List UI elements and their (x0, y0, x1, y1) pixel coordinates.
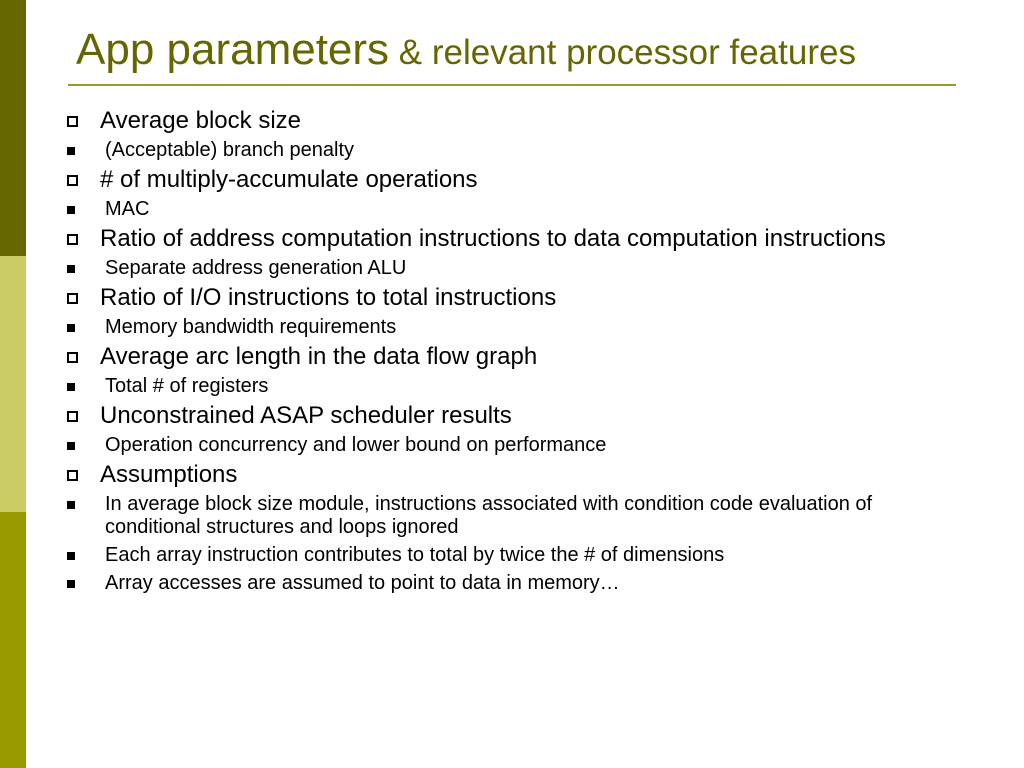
sub-bullet-text: Each array instruction contributes to to… (105, 544, 725, 566)
filled-square-bullet-icon (67, 147, 75, 155)
bullet-item: Unconstrained ASAP scheduler results (60, 402, 960, 429)
filled-square-bullet-icon (67, 324, 75, 332)
sub-bullet-text: Separate address generation ALU (105, 257, 407, 279)
sub-bullet-item: (Acceptable) branch penalty (60, 139, 960, 162)
sub-bullet-text: Operation concurrency and lower bound on… (105, 434, 607, 456)
hollow-square-bullet-icon (67, 352, 78, 363)
sub-bullet-item: Array accesses are assumed to point to d… (60, 572, 960, 595)
title-main: App parameters (76, 25, 390, 74)
filled-square-bullet-icon (67, 552, 75, 560)
side-bar-middle (0, 256, 26, 512)
sub-bullet-text: Memory bandwidth requirements (105, 316, 397, 338)
slide-title: App parameters & relevant processor feat… (76, 25, 976, 74)
filled-square-bullet-icon (67, 383, 75, 391)
sub-bullet-text: In average block size module, instructio… (105, 493, 873, 538)
sub-bullet-text: Total # of registers (105, 375, 269, 397)
bullet-text: Assumptions (100, 461, 238, 488)
bullet-text: Ratio of I/O instructions to total instr… (100, 284, 557, 311)
bullet-item: Assumptions (60, 461, 960, 488)
filled-square-bullet-icon (67, 442, 75, 450)
filled-square-bullet-icon (67, 206, 75, 214)
filled-square-bullet-icon (67, 265, 75, 273)
bullet-item: Ratio of address computation instruction… (60, 225, 960, 252)
sub-bullet-item: Separate address generation ALU (60, 257, 960, 280)
hollow-square-bullet-icon (67, 470, 78, 481)
bullet-text: Average arc length in the data flow grap… (100, 343, 538, 370)
sub-bullet-item: Operation concurrency and lower bound on… (60, 434, 960, 457)
bullet-text: # of multiply-accumulate operations (100, 166, 478, 193)
hollow-square-bullet-icon (67, 116, 78, 127)
sub-bullet-text: Array accesses are assumed to point to d… (105, 572, 620, 594)
bullet-text: Ratio of address computation instruction… (100, 225, 886, 252)
title-divider (68, 84, 956, 86)
filled-square-bullet-icon (67, 580, 75, 588)
sub-bullet-item: In average block size module, instructio… (60, 493, 960, 539)
title-subtitle: & relevant processor features (389, 33, 856, 72)
sub-bullet-item: Memory bandwidth requirements (60, 316, 960, 339)
sub-bullet-text: (Acceptable) branch penalty (105, 139, 355, 161)
bullet-item: Ratio of I/O instructions to total instr… (60, 284, 960, 311)
sub-bullet-text: MAC (105, 198, 150, 220)
hollow-square-bullet-icon (67, 293, 78, 304)
hollow-square-bullet-icon (67, 234, 78, 245)
side-bar-bottom (0, 512, 26, 768)
sub-bullet-item: Each array instruction contributes to to… (60, 544, 960, 567)
hollow-square-bullet-icon (67, 411, 78, 422)
bullet-item: Average block size (60, 107, 960, 134)
hollow-square-bullet-icon (67, 175, 78, 186)
bullet-item: Average arc length in the data flow grap… (60, 343, 960, 370)
bullet-list: Average block size (Acceptable) branch p… (60, 104, 960, 599)
sub-bullet-item: MAC (60, 198, 960, 221)
bullet-text: Unconstrained ASAP scheduler results (100, 402, 512, 429)
bullet-item: # of multiply-accumulate operations (60, 166, 960, 193)
sub-bullet-item: Total # of registers (60, 375, 960, 398)
side-bar-top (0, 0, 26, 256)
bullet-text: Average block size (100, 107, 301, 134)
filled-square-bullet-icon (67, 501, 75, 509)
